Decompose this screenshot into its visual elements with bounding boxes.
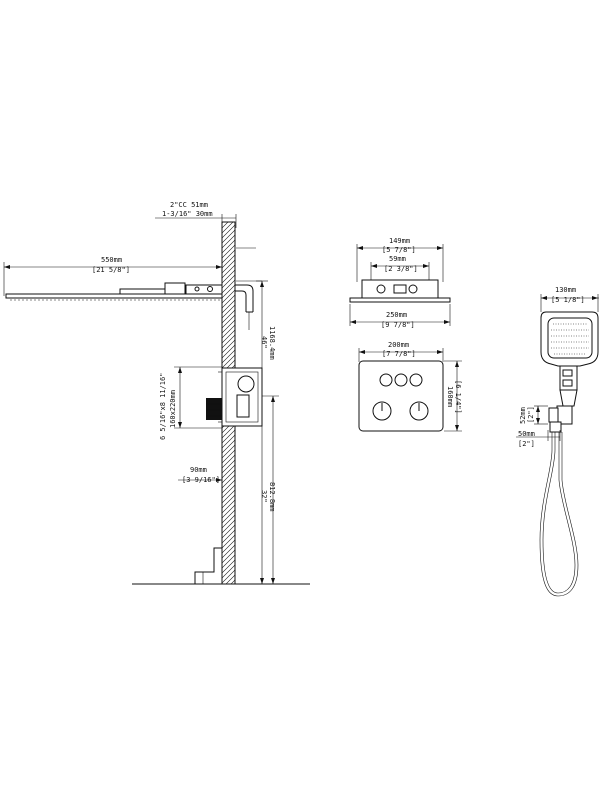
plate-height-dimension: 160mm [6 1/4"]	[444, 360, 462, 432]
plate-w-in-label: [7 7/8"]	[382, 350, 416, 358]
bracket	[548, 405, 573, 433]
plate-h-in-label: [6 1/4"]	[454, 380, 462, 414]
valve-body-top	[349, 279, 451, 303]
inlet-dimension: 149mm [5 7/8"]	[356, 237, 444, 282]
side-view: 2"CC 51mm 1-3/16" 30mm 550mm [21 5/8"]	[3, 201, 310, 585]
trim-width-dimension: 250mm [9 7/8"]	[349, 304, 451, 329]
top-view: 149mm [5 7/8"] 59mm [2 3/8"] 250mm	[349, 237, 451, 329]
supply-pipe	[235, 284, 254, 330]
hose	[539, 432, 579, 597]
hand-shower-head	[540, 311, 599, 407]
arm-in-label: [21 5/8"]	[92, 266, 130, 274]
floor-fitting	[194, 547, 223, 584]
head-width-dimension: 130mm [5 1/8"]	[540, 286, 599, 312]
box-dimension: 6 5/16"x8 11/16" 160x220mm	[159, 366, 222, 440]
outlet-in-label: [2 3/8"]	[384, 265, 418, 273]
cc-bottom-label: 1-3/16" 30mm	[162, 210, 213, 218]
plate-w-mm-label: 200mm	[388, 341, 409, 349]
bracket-height-dimension: 52mm [2"]	[519, 405, 548, 425]
elbow-w-mm-label: 50mm	[518, 430, 535, 438]
top-dimension: 2"CC 51mm 1-3/16" 30mm	[155, 201, 237, 228]
arm-mm-label: 550mm	[101, 256, 122, 264]
valve-mm-label: 812.8mm	[268, 482, 276, 512]
head-w-in-label: [5 1/8"]	[551, 296, 585, 304]
box-in-label: 6 5/16"x8 11/16"	[159, 373, 167, 440]
outlet-mm-label: 59mm	[389, 255, 406, 263]
head-w-mm-label: 130mm	[555, 286, 576, 294]
height-dimension: 46" 1168.4mm	[256, 280, 276, 584]
depth-in-label: [3 9/16"]	[182, 476, 220, 484]
elbow-w-in-label: [2"]	[518, 440, 535, 448]
diverter-button-3-icon	[409, 373, 423, 387]
height-in-label: 46"	[260, 336, 268, 349]
valve-cartridge-icon	[206, 398, 222, 420]
elbow-width-dimension: 50mm [2"]	[516, 430, 561, 448]
plate-h-mm-label: 160mm	[446, 386, 454, 407]
plate-width-dimension: 200mm [7 7/8"]	[358, 341, 444, 362]
valve-in-label: 32"	[260, 490, 268, 503]
arm-dimension: 550mm [21 5/8"]	[3, 256, 222, 296]
trim-plate	[358, 360, 444, 432]
front-plate-view: 200mm [7 7/8"] 160mm [6 1/4"]	[358, 341, 462, 432]
depth-dimension: 90mm [3 9/16"]	[178, 430, 223, 488]
trim-w-in-label: [9 7/8"]	[381, 321, 415, 329]
valve-body	[206, 367, 263, 427]
diverter-button-2-icon	[394, 373, 408, 387]
box-mm-label: 160x220mm	[169, 390, 177, 428]
inlet-mm-label: 149mm	[389, 237, 410, 245]
spray-mode-button-icon	[562, 379, 573, 387]
rain-shower-head	[5, 282, 223, 301]
spray-face-icon	[547, 317, 593, 359]
inlet-in-label: [5 7/8"]	[382, 246, 416, 254]
height-mm-label: 1168.4mm	[268, 326, 276, 360]
diverter-button-1-icon	[379, 373, 393, 387]
depth-mm-label: 90mm	[190, 466, 207, 474]
bracket-h-mm-label: 52mm	[519, 407, 527, 424]
spray-mode-button-icon	[562, 369, 573, 377]
hand-shower-view: 130mm [5 1/8"] 52mm [2"]	[516, 286, 599, 597]
valve-height-dimension: 32" 812.8mm	[260, 395, 279, 584]
bracket-h-in-label: [2"]	[527, 406, 535, 423]
trim-w-mm-label: 250mm	[386, 311, 407, 319]
cc-top-label: 2"CC 51mm	[170, 201, 208, 209]
